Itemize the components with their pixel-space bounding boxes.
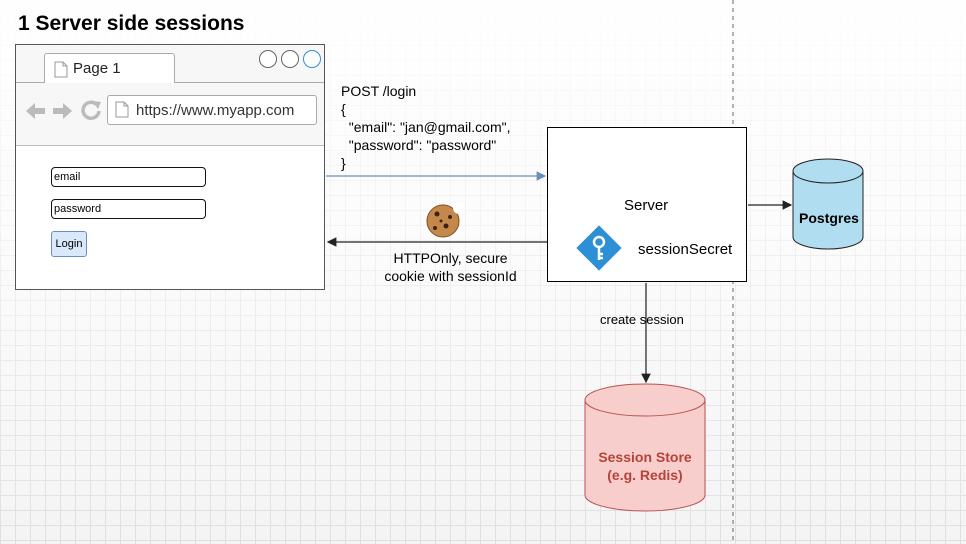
store-line: (e.g. Redis): [607, 467, 683, 483]
login-request-body: POST /login { "email": "jan@gmail.com", "…: [341, 82, 510, 172]
response-line: cookie with sessionId: [384, 268, 517, 284]
session-secret-label: sessionSecret: [638, 241, 733, 258]
back-arrow-icon[interactable]: [26, 103, 45, 119]
postgres-label: Postgres: [799, 210, 859, 226]
postgres-cylinder: [792, 158, 864, 250]
server-label: Server: [624, 197, 669, 214]
address-bar[interactable]: https://www.myapp.com: [107, 95, 317, 125]
tab-label: Page 1: [73, 60, 121, 77]
email-field[interactable]: email: [51, 167, 206, 187]
request-line: {: [341, 101, 346, 117]
response-line: HTTPOnly, secure: [393, 250, 508, 266]
page-title: 1 Server side sessions: [18, 12, 245, 35]
key-icon: [576, 225, 622, 271]
login-button[interactable]: Login: [51, 231, 87, 257]
refresh-icon[interactable]: [81, 100, 101, 121]
session-store-label: Session Store (e.g. Redis): [585, 448, 705, 484]
window-control-circle[interactable]: [303, 50, 321, 68]
window-control-circle[interactable]: [281, 50, 299, 68]
request-line: "email": "jan@gmail.com",: [341, 119, 511, 135]
forward-arrow-icon[interactable]: [53, 103, 72, 119]
create-session-label: create session: [600, 312, 684, 327]
password-field[interactable]: password: [51, 199, 206, 219]
request-line: "password": "password": [341, 137, 497, 153]
cookie-response-label: HTTPOnly, secure cookie with sessionId: [368, 249, 533, 285]
window-control-circle[interactable]: [259, 50, 277, 68]
store-line: Session Store: [598, 449, 692, 465]
request-line: POST /login: [341, 83, 417, 99]
cookie-icon: [426, 202, 465, 238]
url-text: https://www.myapp.com: [136, 102, 295, 119]
page-icon: [115, 101, 129, 118]
request-line: }: [341, 155, 346, 171]
browser-tab[interactable]: Page 1: [44, 53, 175, 83]
browser-window: Page 1 https://www.myapp.com email passw…: [15, 44, 325, 290]
nav-icons: [26, 100, 101, 121]
session-store-cylinder: [584, 383, 706, 512]
server-box: Server sessionSecret: [547, 127, 747, 282]
page-icon: [54, 61, 68, 78]
